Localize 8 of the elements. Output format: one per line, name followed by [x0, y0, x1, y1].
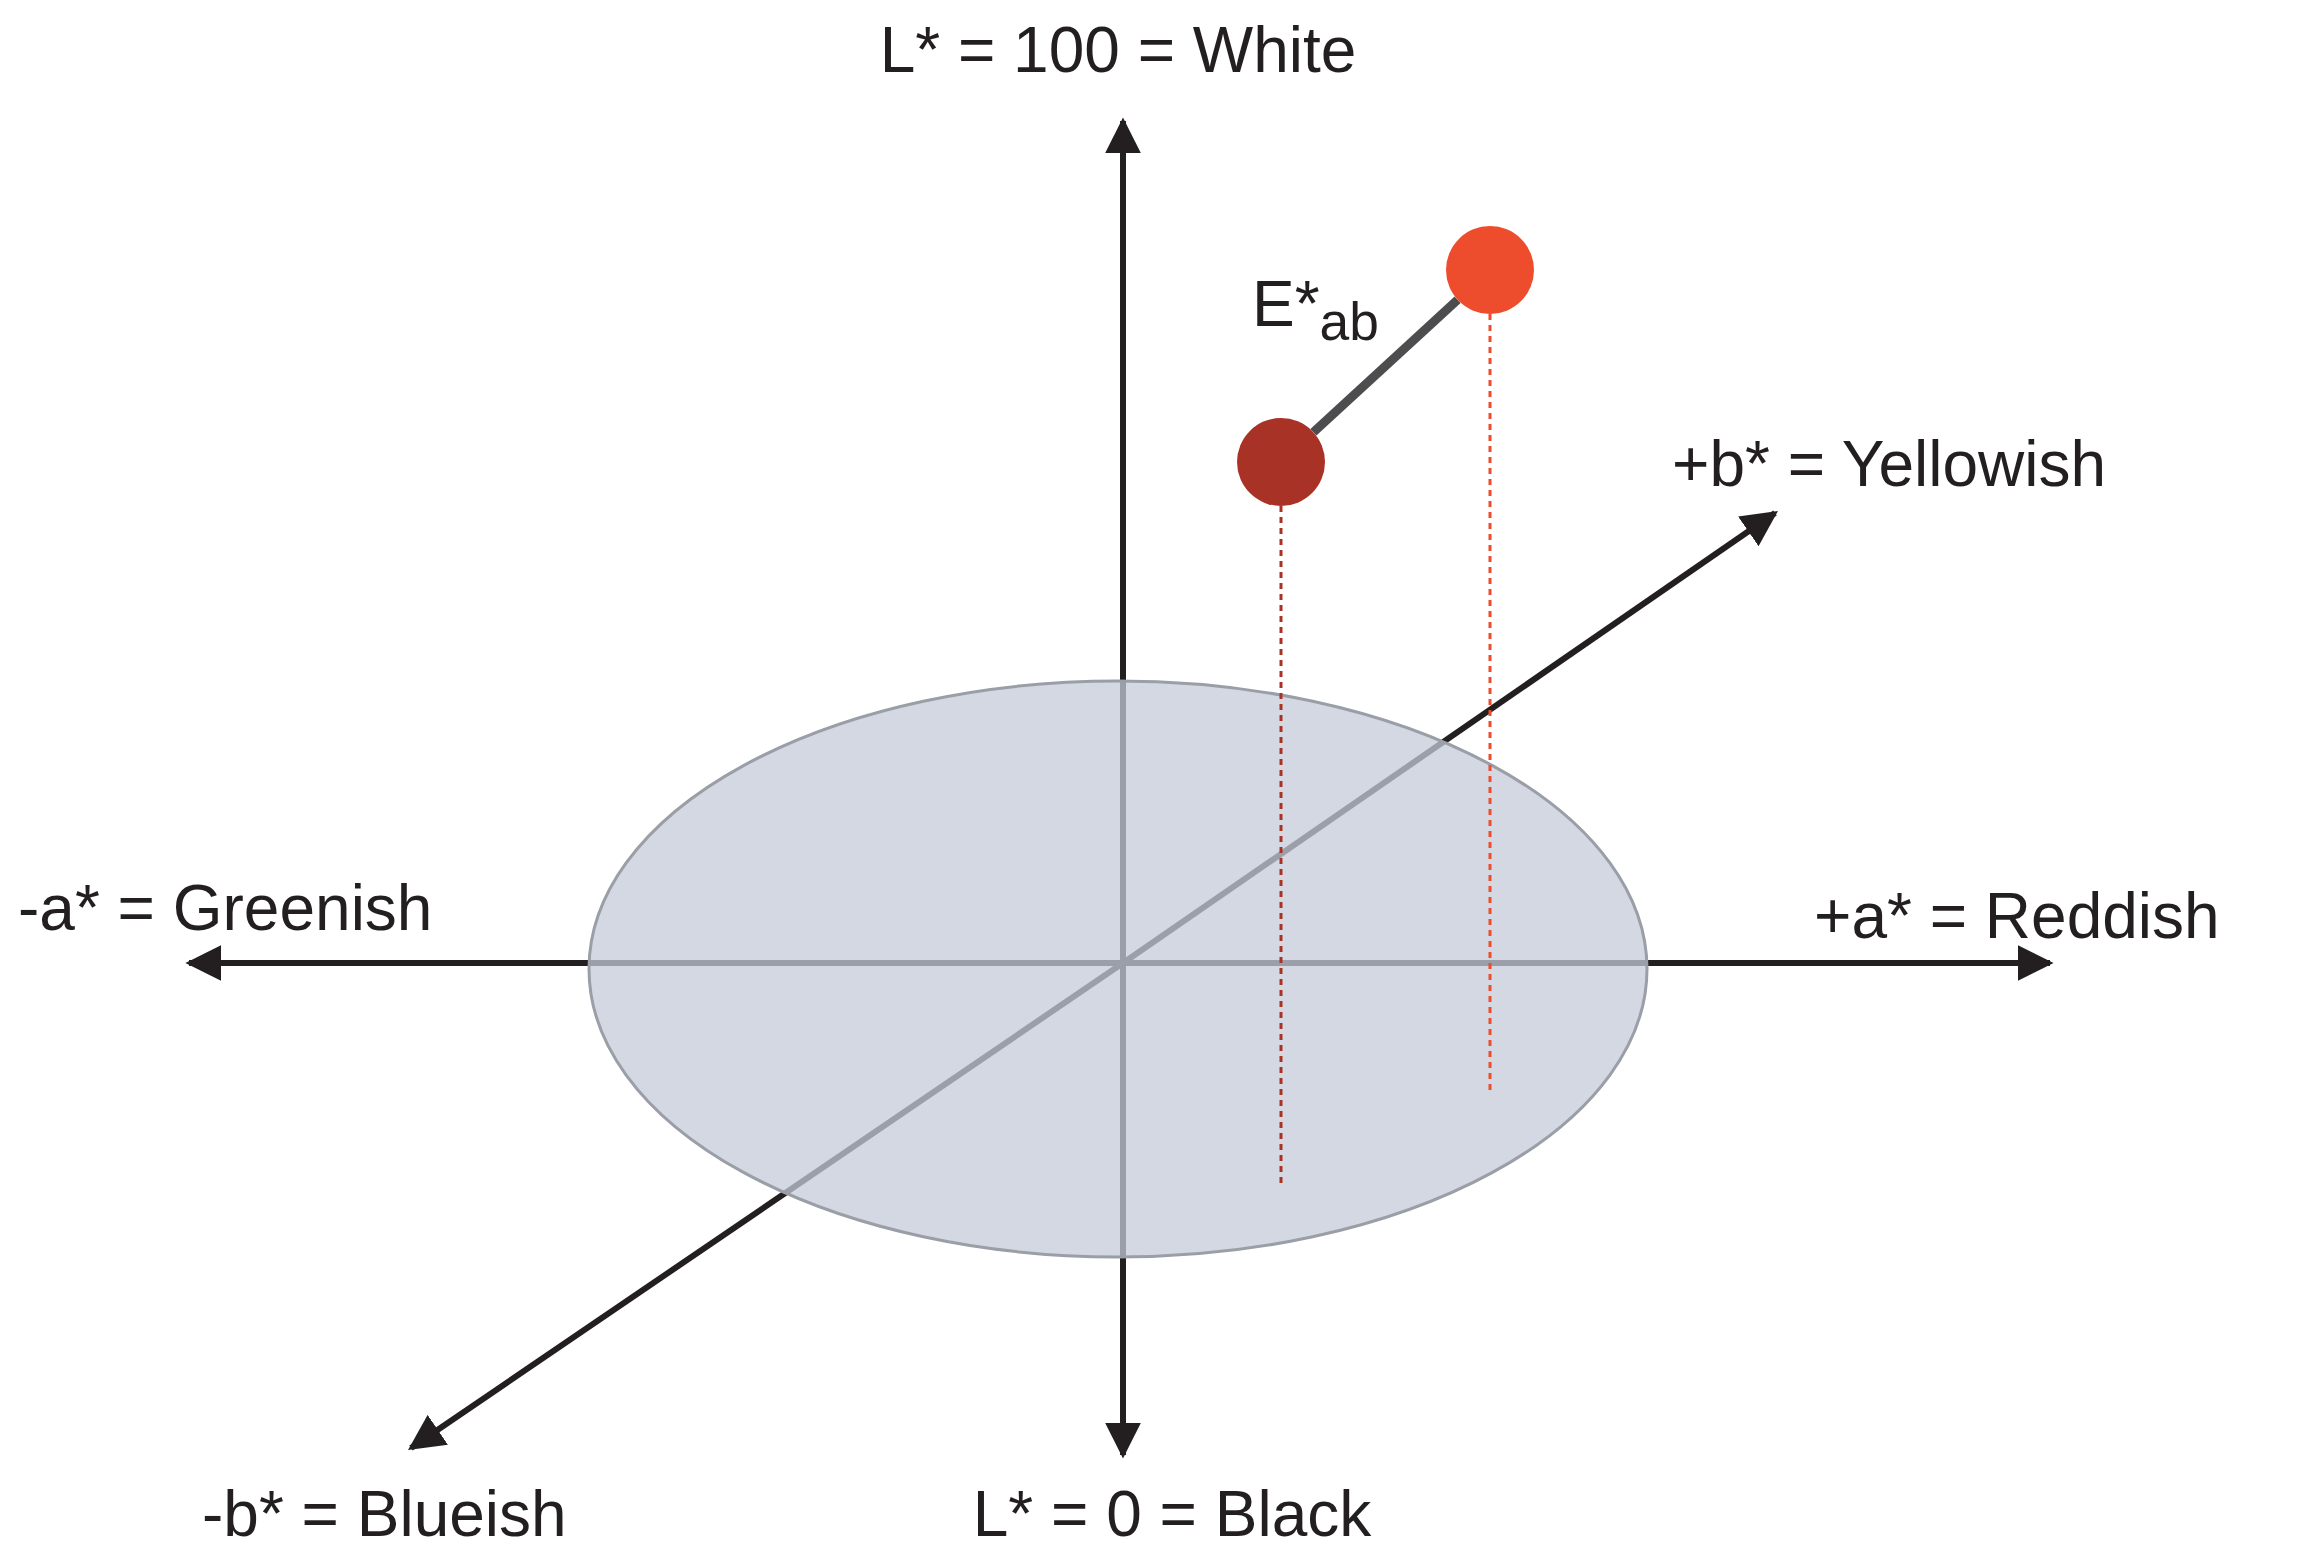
axis-label: L* = 100 = White: [879, 18, 1357, 82]
axis-label: -b* = Blueish: [202, 1482, 567, 1546]
edge-label: E*$_{ab}$: [1252, 272, 1379, 349]
axis-label: +b* = Yellowish: [1672, 432, 2107, 496]
axis-label: +a* = Reddish: [1814, 884, 2220, 948]
axis-label: -a* = Greenish: [18, 876, 433, 940]
axis-label: L* = 0 = Black: [972, 1482, 1372, 1546]
connecting-line: [1310, 296, 1461, 436]
